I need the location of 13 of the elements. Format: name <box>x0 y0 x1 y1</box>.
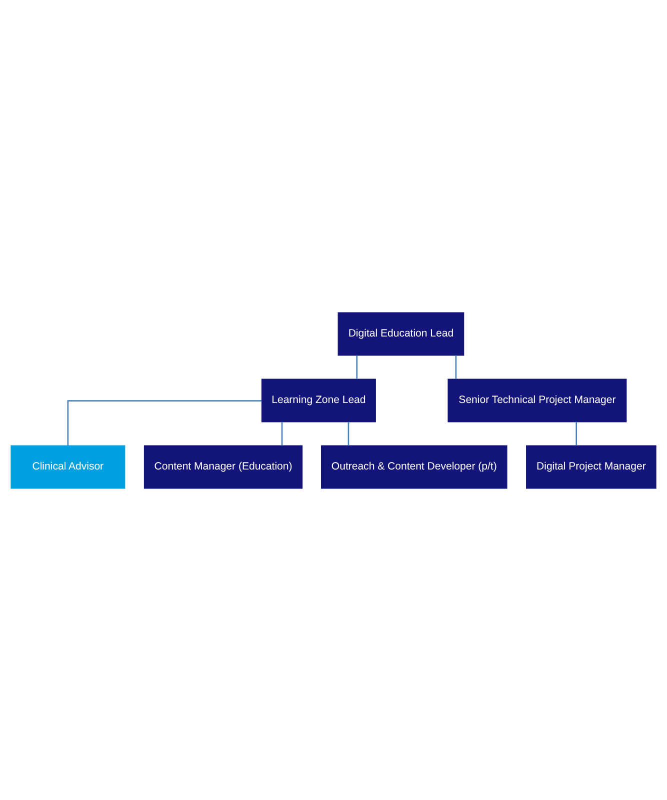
node-box: Senior Technical Project Manager <box>448 378 627 422</box>
connector <box>455 354 457 378</box>
node-box: Clinical Advisor <box>10 444 126 488</box>
connector <box>348 421 350 445</box>
connector <box>576 421 578 445</box>
connector <box>356 354 358 378</box>
node-box: Content Manager (Education) <box>144 444 303 488</box>
connector <box>67 400 262 445</box>
node-box: Outreach & Content Developer (p/t) <box>321 444 508 488</box>
node-box: Learning Zone Lead <box>261 378 376 422</box>
connector <box>281 421 283 445</box>
node-box: Digital Education Lead <box>338 312 464 356</box>
node-box: Digital Project Manager <box>526 444 656 488</box>
